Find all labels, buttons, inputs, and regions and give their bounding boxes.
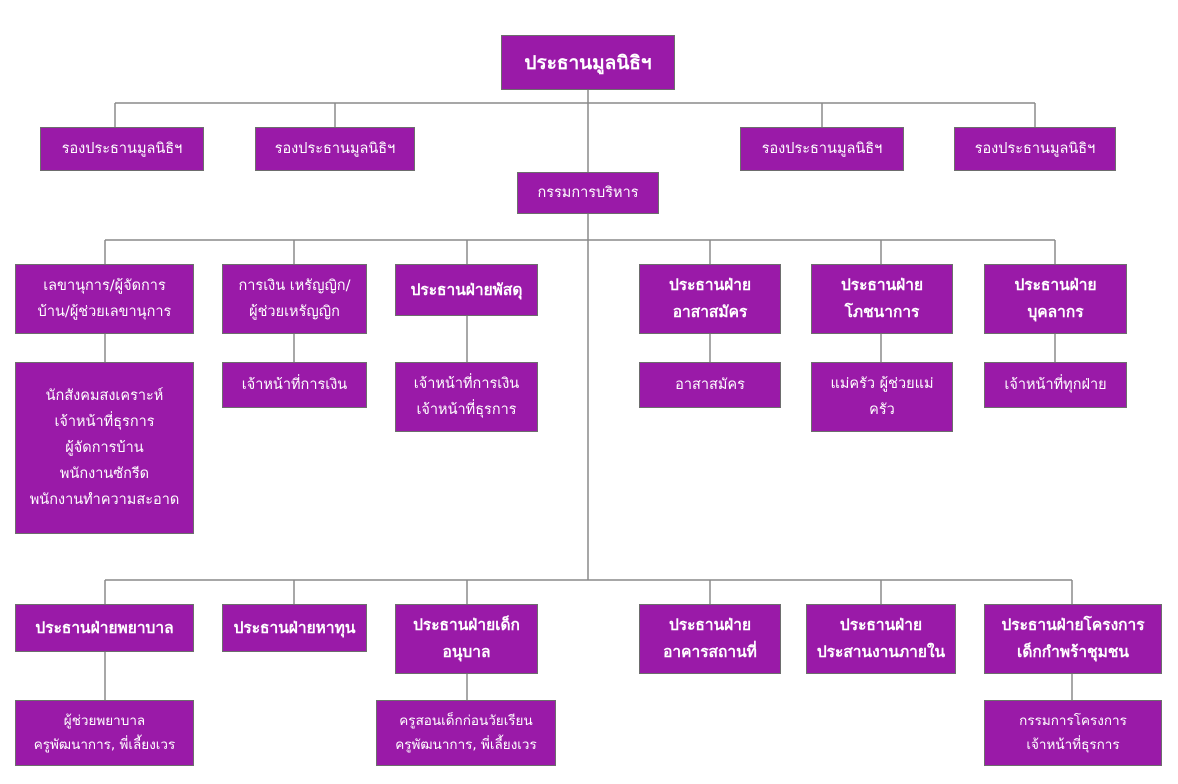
vice-president-2: รองประธานมูลนิธิฯ xyxy=(255,127,415,171)
executive-committee: กรรมการบริหาร xyxy=(517,172,659,214)
vice-president-1: รองประธานมูลนิธิฯ xyxy=(40,127,204,171)
vice-president-4: รองประธานมูลนิธิฯ xyxy=(954,127,1116,171)
dept-head-supplies: ประธานฝ่ายพัสดุ xyxy=(395,264,538,316)
staff-personnel: เจ้าหน้าที่ทุกฝ่าย xyxy=(984,362,1127,408)
dept-head-community-orphans: ประธานฝ่ายโครงการ เด็กกำพร้าชุมชน xyxy=(984,604,1162,674)
dept-head-secretary: เลขานุการ/ผู้จัดการ บ้าน/ผู้ช่วยเลขานุกา… xyxy=(15,264,194,334)
vice-president-3: รองประธานมูลนิธิฯ xyxy=(740,127,904,171)
dept-head-personnel: ประธานฝ่าย บุคลากร xyxy=(984,264,1127,334)
dept-head-volunteers: ประธานฝ่าย อาสาสมัคร xyxy=(639,264,781,334)
staff-secretary: นักสังคมสงเคราะห์ เจ้าหน้าที่ธุรการ ผู้จ… xyxy=(15,362,194,534)
root-node: ประธานมูลนิธิฯ xyxy=(501,35,675,90)
dept-head-nursing: ประธานฝ่ายพยาบาล xyxy=(15,604,194,652)
staff-nutrition: แม่ครัว ผู้ช่วยแม่ ครัว xyxy=(811,362,953,432)
staff-nursing: ผู้ช่วยพยาบาล ครูพัฒนาการ, พี่เลี้ยงเวร xyxy=(15,700,194,766)
dept-head-internal-coordination: ประธานฝ่าย ประสานงานภายใน xyxy=(806,604,956,674)
staff-finance: เจ้าหน้าที่การเงิน xyxy=(222,362,367,408)
dept-head-fundraising: ประธานฝ่ายหาทุน xyxy=(222,604,367,652)
staff-volunteers: อาสาสมัคร xyxy=(639,362,781,408)
dept-head-finance: การเงิน เหรัญญิก/ ผู้ช่วยเหรัญญิก xyxy=(222,264,367,334)
dept-head-nutrition: ประธานฝ่าย โภชนาการ xyxy=(811,264,953,334)
staff-supplies: เจ้าหน้าที่การเงิน เจ้าหน้าที่ธุรการ xyxy=(395,362,538,432)
dept-head-facilities: ประธานฝ่าย อาคารสถานที่ xyxy=(639,604,781,674)
staff-kindergarten: ครูสอนเด็กก่อนวัยเรียน ครูพัฒนาการ, พี่เ… xyxy=(376,700,556,766)
staff-community-orphans: กรรมการโครงการ เจ้าหน้าที่ธุรการ xyxy=(984,700,1162,766)
dept-head-kindergarten: ประธานฝ่ายเด็ก อนุบาล xyxy=(395,604,538,674)
